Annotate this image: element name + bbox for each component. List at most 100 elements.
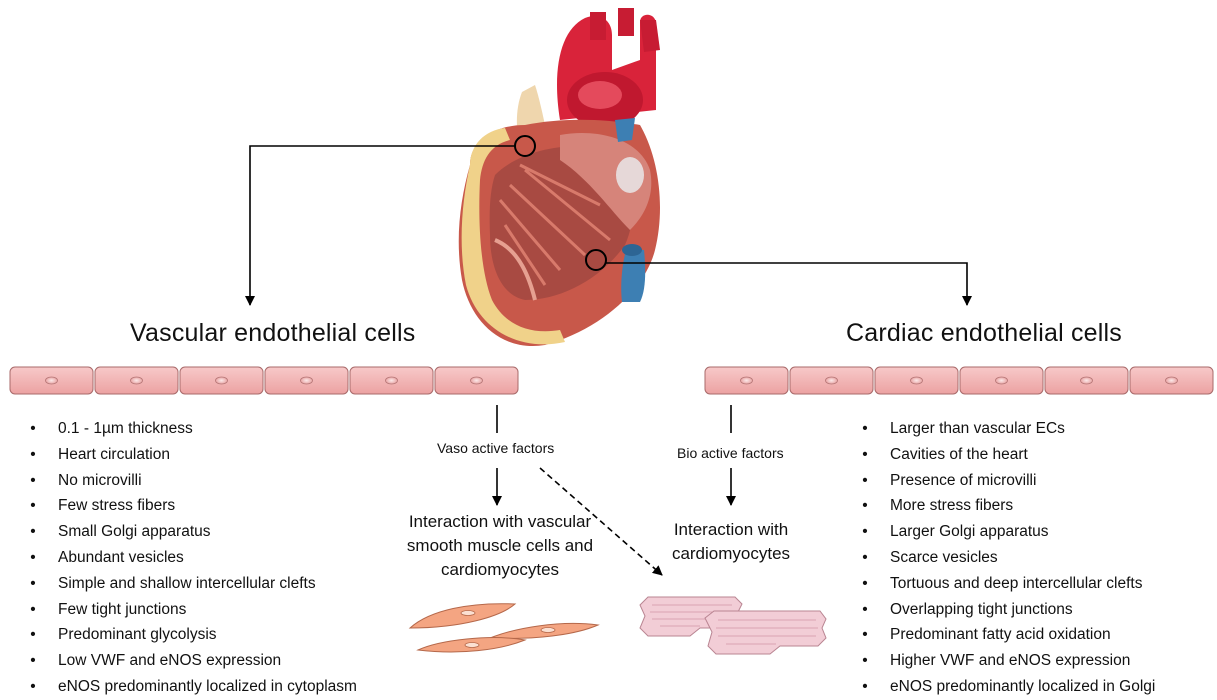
- property-item: • Larger Golgi apparatus: [860, 519, 1155, 545]
- property-text: Scarce vesicles: [890, 549, 998, 566]
- property-text: Higher VWF and eNOS expression: [890, 652, 1130, 669]
- bullet: •: [860, 545, 870, 571]
- property-item: • More stress fibers: [860, 493, 1155, 519]
- property-item: • 0.1 - 1µm thickness: [28, 416, 357, 442]
- cardiac-endothelial-cell-row: [705, 367, 1213, 394]
- bullet: •: [28, 416, 38, 442]
- property-item: • Abundant vesicles: [28, 545, 357, 571]
- endothelial-cell: [95, 367, 178, 394]
- property-item: • No microvilli: [28, 468, 357, 494]
- property-text: More stress fibers: [890, 497, 1013, 514]
- bullet: •: [28, 468, 38, 494]
- property-text: Few tight junctions: [58, 601, 186, 618]
- property-text: Cavities of the heart: [890, 446, 1028, 463]
- property-text: Overlapping tight junctions: [890, 601, 1073, 618]
- cardiac-properties-list: • Larger than vascular ECs • Cavities of th…: [860, 416, 1155, 700]
- property-item: •Tortuous and deep intercellular clefts: [860, 571, 1155, 597]
- cardiomyocytes: [640, 597, 826, 654]
- property-item: • Predominant glycolysis: [28, 622, 357, 648]
- bullet: •: [860, 493, 870, 519]
- property-item: •Few stress fibers: [28, 493, 357, 519]
- cell-nucleus: [386, 377, 398, 384]
- property-item: • Larger than vascular ECs: [860, 416, 1155, 442]
- property-item: • Cavities of the heart: [860, 442, 1155, 468]
- cell-nucleus: [996, 377, 1008, 384]
- endothelial-cell: [705, 367, 788, 394]
- property-text: Tortuous and deep intercellular clefts: [890, 575, 1142, 592]
- cell-nucleus: [131, 377, 143, 384]
- cell-nucleus: [216, 377, 228, 384]
- property-item: • Overlapping tight junctions: [860, 597, 1155, 623]
- cell-nucleus: [301, 377, 313, 384]
- property-text: Larger than vascular ECs: [890, 420, 1065, 437]
- endothelial-cell: [960, 367, 1043, 394]
- bullet: •: [28, 545, 38, 571]
- vascular-title: Vascular endothelial cells: [130, 319, 415, 348]
- bullet: •: [28, 442, 38, 468]
- property-item: • eNOS predominantly localized in cytopla…: [28, 674, 357, 700]
- property-text: Low VWF and eNOS expression: [58, 652, 281, 669]
- property-text: No microvilli: [58, 472, 142, 489]
- bullet: •: [860, 519, 870, 545]
- property-item: • Few tight junctions: [28, 597, 357, 623]
- property-text: eNOS predominantly localized in cytoplas…: [58, 678, 357, 695]
- cell-nucleus: [471, 377, 483, 384]
- bullet: •: [860, 648, 870, 674]
- bullet: •: [28, 648, 38, 674]
- smooth-muscle-cell: [410, 604, 515, 628]
- bullet: •: [28, 597, 38, 623]
- endothelial-cell: [265, 367, 348, 394]
- property-text: eNOS predominantly localized in Golgi: [890, 678, 1155, 695]
- property-text: Few stress fibers: [58, 497, 175, 514]
- cardiac-factor-label: Bio active factors: [677, 445, 784, 461]
- property-text: Heart circulation: [58, 446, 170, 463]
- cell-nucleus: [46, 377, 58, 384]
- endothelial-cell: [350, 367, 433, 394]
- vascular-factor-label: Vaso active factors: [437, 440, 554, 456]
- property-item: • Presence of microvilli: [860, 468, 1155, 494]
- endothelial-cell: [1045, 367, 1128, 394]
- property-item: • Higher VWF and eNOS expression: [860, 648, 1155, 674]
- bullet: •: [28, 622, 38, 648]
- endothelial-cell: [10, 367, 93, 394]
- property-text: Simple and shallow intercellular clefts: [58, 575, 316, 592]
- endothelial-cell: [790, 367, 873, 394]
- property-text: 0.1 - 1µm thickness: [58, 420, 193, 437]
- cell-nucleus: [741, 377, 753, 384]
- property-text: Predominant fatty acid oxidation: [890, 626, 1111, 643]
- cardiac-interaction-label: Interaction with cardiomyocytes: [666, 518, 796, 566]
- bullet: •: [860, 468, 870, 494]
- vascular-properties-list: • 0.1 - 1µm thickness • Heart circulation • N…: [28, 416, 357, 700]
- smooth-muscle-cells: [410, 604, 598, 652]
- cell-nucleus: [826, 377, 838, 384]
- bullet: •: [860, 674, 870, 700]
- property-item: • Low VWF and eNOS expression: [28, 648, 357, 674]
- property-text: Predominant glycolysis: [58, 626, 217, 643]
- property-item: •Simple and shallow intercellular clefts: [28, 571, 357, 597]
- endothelial-cell: [435, 367, 518, 394]
- vascular-interaction-label: Interaction with vascular smooth muscle …: [400, 510, 600, 582]
- property-item: • Predominant fatty acid oxidation: [860, 622, 1155, 648]
- cardiac-connector-arrow: [606, 263, 967, 305]
- property-item: • eNOS predominantly localized in Golgi: [860, 674, 1155, 700]
- bullet: •: [28, 674, 38, 700]
- bullet: •: [860, 416, 870, 442]
- bullet: •: [860, 442, 870, 468]
- cell-nucleus: [911, 377, 923, 384]
- endothelial-cell: [180, 367, 263, 394]
- cardiomyocyte: [705, 611, 826, 654]
- cell-nucleus: [1081, 377, 1093, 384]
- cardiac-title: Cardiac endothelial cells: [846, 319, 1122, 348]
- property-text: Abundant vesicles: [58, 549, 184, 566]
- property-item: • Heart circulation: [28, 442, 357, 468]
- property-text: Larger Golgi apparatus: [890, 523, 1049, 540]
- heart-illustration: [459, 8, 660, 346]
- bullet: •: [860, 622, 870, 648]
- bullet: •: [28, 519, 38, 545]
- property-item: • Small Golgi apparatus: [28, 519, 357, 545]
- vascular-endothelial-cell-row: [10, 367, 518, 394]
- bullet: •: [860, 597, 870, 623]
- endothelial-cell: [875, 367, 958, 394]
- property-text: Small Golgi apparatus: [58, 523, 211, 540]
- property-text: Presence of microvilli: [890, 472, 1036, 489]
